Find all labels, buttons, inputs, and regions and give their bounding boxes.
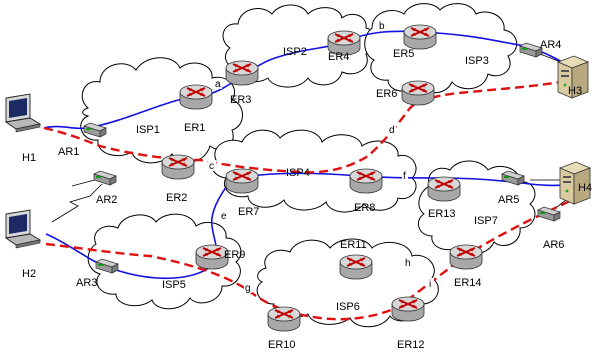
router-label: ER5 xyxy=(393,48,414,60)
link-label: e xyxy=(221,211,227,222)
access-router-ar4-icon xyxy=(519,42,543,58)
isp-label: ISP4 xyxy=(286,167,310,179)
isp-label: ISP7 xyxy=(474,215,498,227)
router-er11-icon xyxy=(339,254,373,280)
link-label: d xyxy=(389,125,395,136)
router-label: ER11 xyxy=(340,239,367,251)
isp-label: ISP3 xyxy=(465,55,489,67)
link-label-backgrounds xyxy=(208,20,434,293)
cloud-isp1 xyxy=(80,57,243,164)
host-label: H2 xyxy=(22,268,36,280)
link-label: h xyxy=(405,258,411,269)
host-label: H1 xyxy=(22,152,36,164)
link-label: b xyxy=(379,21,385,32)
router-label: ER9 xyxy=(224,249,245,261)
router-er8-icon xyxy=(349,168,383,194)
router-label: ER13 xyxy=(428,208,456,220)
isp-label: ISP5 xyxy=(162,279,186,291)
access-router-label: AR4 xyxy=(540,39,561,51)
router-er12-icon xyxy=(391,296,425,322)
router-er3-icon xyxy=(225,60,259,86)
blue-path-h1-h3 xyxy=(43,30,579,130)
access-router-label: AR5 xyxy=(498,194,519,206)
router-er2-icon xyxy=(161,154,195,180)
host-label: H3 xyxy=(568,85,582,97)
red-path-h2-h4 xyxy=(45,198,573,321)
red-path-h1-h3 xyxy=(43,78,573,174)
isp-label: ISP6 xyxy=(336,301,360,313)
router-label: ER2 xyxy=(166,192,187,204)
router-label: ER3 xyxy=(230,94,251,106)
link-label: a xyxy=(215,79,221,90)
access-router-ar6-icon xyxy=(537,206,561,222)
link-label: c xyxy=(209,161,214,172)
isp-label: ISP1 xyxy=(136,124,160,136)
access-router-label: AR3 xyxy=(76,277,97,289)
router-label: ER12 xyxy=(397,339,425,351)
link-label: f xyxy=(403,171,406,182)
cloud-isp5 xyxy=(87,213,242,310)
cloud-isp3 xyxy=(364,3,518,94)
router-label: ER6 xyxy=(376,88,397,100)
edge-router-labels: ER1 ER2 ER3 ER4 ER5 ER6 ER7 ER8 ER9 ER10… xyxy=(166,48,482,351)
router-er7-icon xyxy=(225,168,259,194)
access-router-label: AR6 xyxy=(543,239,564,251)
router-er1-icon xyxy=(179,84,213,110)
router-label: ER10 xyxy=(268,339,296,351)
isp-label: ISP2 xyxy=(283,46,307,58)
isp-labels: ISP1 ISP2 ISP3 ISP4 ISP5 ISP6 ISP7 xyxy=(136,46,498,313)
access-router-label: AR2 xyxy=(96,194,117,206)
router-er10-icon xyxy=(267,306,301,332)
router-er6-icon xyxy=(401,80,435,106)
router-er14-icon xyxy=(449,244,483,270)
link-label: i xyxy=(429,279,431,290)
router-label: ER4 xyxy=(328,51,349,63)
host-label: H4 xyxy=(578,182,592,194)
router-label: ER7 xyxy=(238,206,259,218)
access-router-labels: AR1 AR2 AR3 AR4 AR5 AR6 xyxy=(58,39,564,289)
laptop-h1-icon xyxy=(5,93,41,133)
access-router-label: AR1 xyxy=(58,146,79,158)
link-labels: a b c d e f g h i xyxy=(209,21,431,294)
laptop-h2-icon xyxy=(5,209,41,249)
link-label: g xyxy=(245,283,251,294)
router-label: ER14 xyxy=(454,277,482,289)
router-label: ER1 xyxy=(184,122,205,134)
router-er13-icon xyxy=(427,176,461,202)
host-labels: H1 H2 H3 H4 xyxy=(22,85,592,280)
router-er5-icon xyxy=(403,24,437,50)
router-label: ER8 xyxy=(354,202,375,214)
access-router-ar2-icon xyxy=(93,170,117,186)
